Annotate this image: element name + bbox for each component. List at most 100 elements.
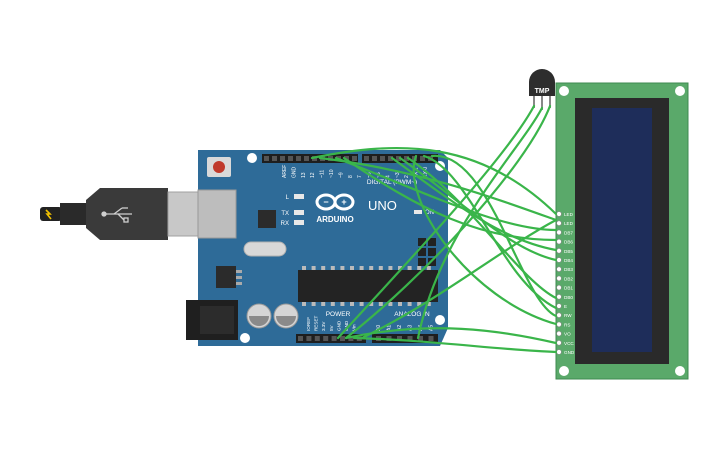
lcd-pin[interactable] [556,248,562,254]
wire-lcd-gnd[interactable] [352,336,558,354]
analog-pin-hole[interactable] [428,336,434,341]
digital-pin-hole[interactable] [396,156,401,161]
chip-pin [340,266,345,270]
wire-lcd-vo[interactable] [412,154,558,326]
power-pin-label: 5V [329,324,334,331]
analog-pin-label: A2 [397,325,403,331]
power-header[interactable] [296,334,366,343]
wire-lcd-led-k[interactable] [318,156,558,222]
chip-pin [417,266,422,270]
analog-header[interactable] [372,334,438,343]
lcd-pin[interactable] [556,340,562,346]
lcd-pin[interactable] [556,312,562,318]
power-pin-hole[interactable] [348,336,354,341]
digital-pin-hole[interactable] [420,156,425,161]
chip-pins [302,266,431,306]
logo-minus: − [323,197,328,207]
analog-pin-label: A3 [408,325,414,331]
power-pin-hole[interactable] [306,336,312,341]
wire-lcd-db5[interactable] [390,156,558,252]
power-pin-hole[interactable] [323,336,329,341]
lcd-pin-label: DB1 [564,286,573,291]
chip-pin [388,266,393,270]
chip-pin [378,302,383,306]
power-pin-hole[interactable] [314,336,320,341]
digital-pin-hole[interactable] [372,156,377,161]
digital-pin-hole[interactable] [364,156,369,161]
digital-pin-hole[interactable] [296,156,301,161]
digital-pin-hole[interactable] [272,156,277,161]
digital-pin-hole[interactable] [388,156,393,161]
chip-pin [350,266,354,270]
chip-pin [398,266,402,270]
lcd-pin-label: DB3 [564,267,573,272]
digital-pin-hole[interactable] [304,156,309,161]
wires[interactable] [310,104,558,354]
lcd-pin[interactable] [556,266,562,272]
lcd-pins[interactable]: LEDLEDDB7DB6DB5DB4DB3DB2DB1DB0ERWRSVOVCC… [556,211,575,355]
wire-power-rail[interactable] [360,218,558,340]
lcd-pin[interactable] [556,349,562,355]
lcd-pin[interactable] [556,220,562,226]
lcd-pin-label: VCC [564,341,574,346]
lcd-pin[interactable] [556,330,562,337]
digital-pin-hole[interactable] [352,156,357,161]
chip-pin [426,302,431,306]
lcd-pin[interactable] [556,294,562,300]
wire-sensor-vout-a0[interactable] [416,106,544,340]
wire-lcd-rs[interactable] [430,154,558,318]
digital-pin-hole[interactable] [404,156,409,161]
analog-pin-hole[interactable] [418,336,423,341]
digital-pin-label: GND [291,167,297,179]
lcd-pin[interactable] [556,275,562,282]
usb-jack [197,189,237,239]
power-pin-hole[interactable] [340,336,345,341]
power-pin-hole[interactable] [298,336,303,341]
wire-lcd-vcc[interactable] [344,327,558,345]
lcd-pin-label: VO [564,332,571,337]
lcd-mounting-hole [559,86,569,96]
lcd-pin[interactable] [556,238,562,245]
digital-header-left[interactable] [262,154,358,163]
lcd-pin[interactable] [556,284,562,291]
wire-lcd-db7[interactable] [334,156,558,232]
power-pin-label: 3.3V [321,321,326,331]
power-pin-hole[interactable] [331,336,337,341]
chip-pin [369,302,374,306]
digital-pin-label: 2 [404,175,410,178]
tmp-temperature-sensor[interactable]: TMP [529,69,555,110]
digital-pin-hole[interactable] [288,156,293,161]
analog-pin-hole[interactable] [397,336,402,341]
capacitor-stripe [276,316,296,326]
lcd-pin-label: DB2 [564,276,573,281]
wire-lcd-db6[interactable] [342,156,558,242]
logo-plus: + [341,197,346,207]
analog-pin-hole[interactable] [407,336,413,341]
reset-button[interactable] [213,161,225,173]
lcd-pin[interactable] [556,303,562,309]
lcd-pin[interactable] [556,211,562,217]
digital-pin-hole[interactable] [264,156,269,161]
led-label-tx: TX [281,211,289,217]
chip-pin [330,302,335,306]
on-led-label: ON [425,210,434,216]
lcd-16x2-module[interactable]: LEDLEDDB7DB6DB5DB4DB3DB2DB1DB0ERWRSVOVCC… [555,82,689,380]
power-pin-label: RESET [314,315,319,331]
digital-pin-hole[interactable] [380,156,385,161]
usb-cable[interactable] [40,188,207,240]
digital-pin-label: 8 [348,175,354,178]
power-pin-label: GND [344,320,349,331]
chip-pin [321,266,326,270]
lcd-pin-label: DB6 [564,240,573,245]
usb-cable-strain-relief [60,203,86,225]
wire-lcd-led-a[interactable] [310,147,558,216]
digital-pin-hole[interactable] [280,156,285,161]
lcd-pin[interactable] [556,257,562,263]
led-label-rx: RX [281,221,289,227]
digital-pin-label: ~10 [329,169,335,178]
lcd-pin[interactable] [556,321,562,328]
lcd-pin[interactable] [556,229,562,236]
wire-lcd-rw[interactable] [422,154,558,310]
